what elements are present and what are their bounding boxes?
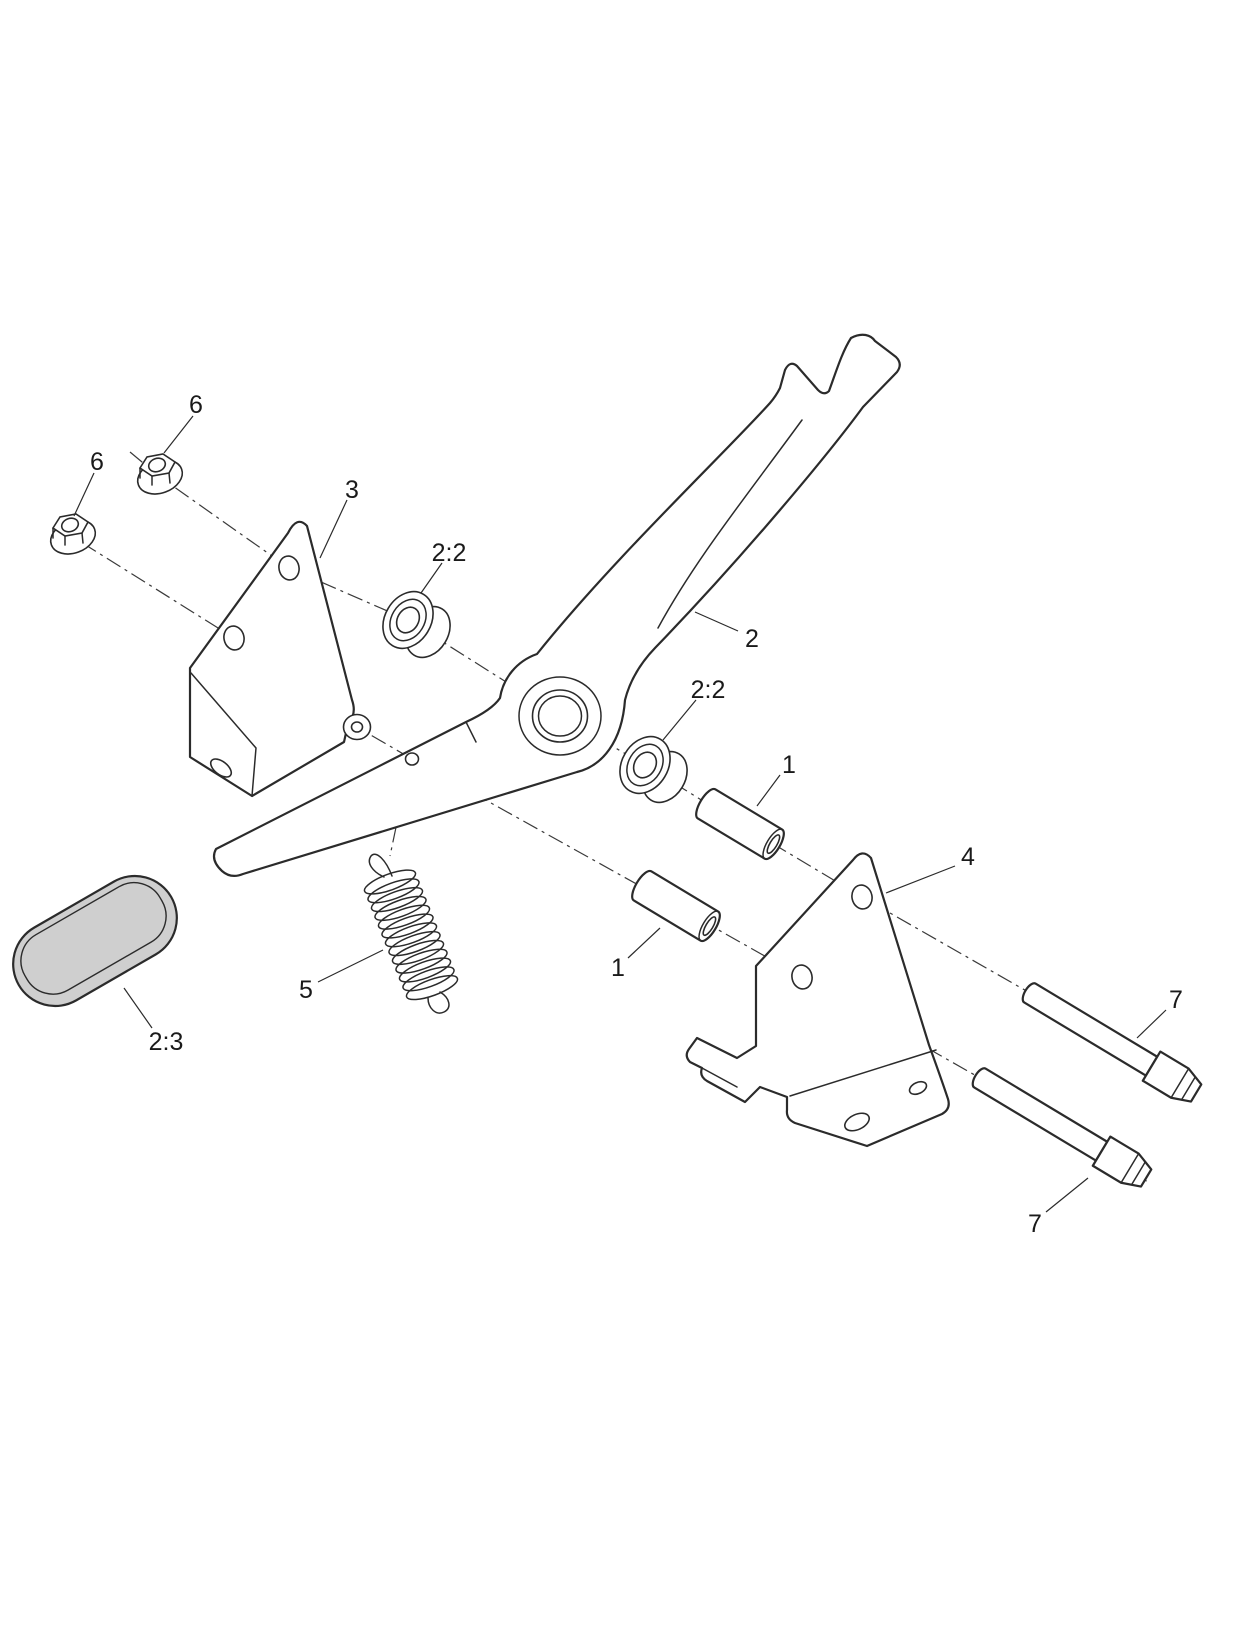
callout-6-top: 6 <box>189 391 203 419</box>
part-2-2-bushing-lower <box>609 726 697 812</box>
part-5-spring <box>363 853 459 1014</box>
leader-line <box>627 927 661 959</box>
part-7-bolt-lower <box>965 1059 1157 1194</box>
callout-2-2-lower: 2:2 <box>691 676 726 704</box>
callout-5: 5 <box>299 976 313 1004</box>
leader-line <box>1136 1009 1167 1039</box>
part-3-bracket <box>188 520 372 798</box>
leader-line <box>1045 1177 1089 1213</box>
leader-line <box>420 562 443 594</box>
callout-1-upper: 1 <box>782 751 796 779</box>
centerline-lower-axis <box>57 526 1149 1183</box>
leader-line <box>317 949 384 983</box>
callout-3: 3 <box>345 476 359 504</box>
part-2-3-pad <box>12 874 178 1008</box>
callout-7-upper: 7 <box>1169 986 1183 1014</box>
leader-line <box>163 415 194 454</box>
part-1-spacer-upper <box>691 784 789 864</box>
leader-line <box>662 699 697 741</box>
leader-line <box>885 865 956 894</box>
callout-7-lower: 7 <box>1028 1210 1042 1238</box>
part-2-lever <box>212 333 901 878</box>
callout-2: 2 <box>745 625 759 653</box>
part-2-2-bushing-upper <box>372 581 460 667</box>
leader-line <box>73 472 95 517</box>
leader-line <box>756 774 781 807</box>
callout-6-left: 6 <box>90 448 104 476</box>
callout-4: 4 <box>961 843 975 871</box>
leader-line <box>694 611 739 632</box>
leader-line <box>319 499 348 559</box>
part-1-spacer-lower <box>627 866 725 946</box>
leader-line <box>123 987 153 1029</box>
callout-2-3: 2:3 <box>149 1028 184 1056</box>
callout-1-lower: 1 <box>611 954 625 982</box>
part-4-bracket <box>685 852 950 1148</box>
callout-2-2-upper: 2:2 <box>432 539 467 567</box>
part-6-flange-nut-left <box>45 513 101 561</box>
